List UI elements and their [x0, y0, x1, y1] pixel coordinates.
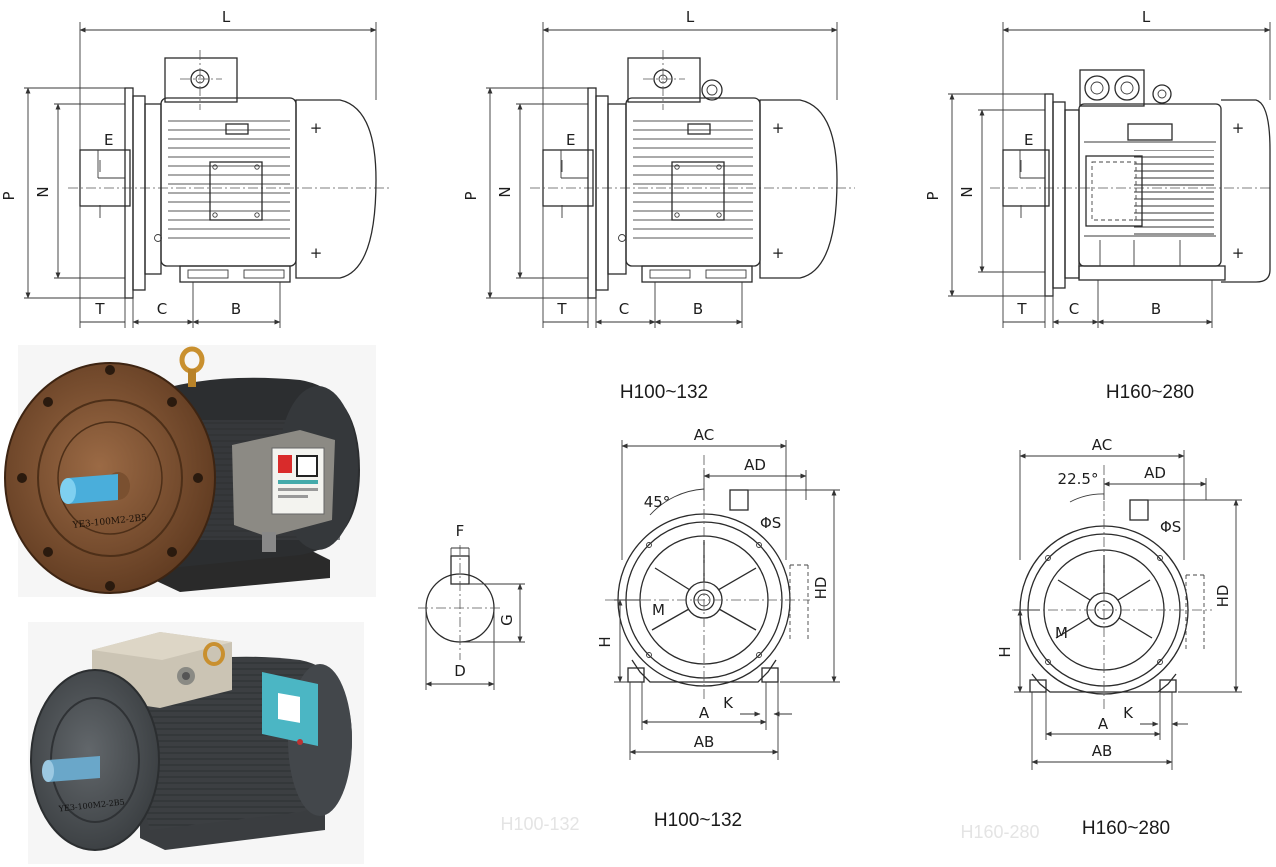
end-view-2: AC AD 22.5° M ΦS HD [996, 436, 1242, 839]
caption-side-view-3: H160~280 [1106, 382, 1194, 403]
dim-T: T [556, 300, 567, 318]
dim-M: M [1055, 624, 1068, 642]
dim-AD: AD [1144, 464, 1166, 482]
dim-P: P [462, 191, 480, 200]
svg-text:+: + [1232, 119, 1245, 137]
svg-text:+: + [772, 119, 785, 137]
dim-B: B [231, 300, 241, 318]
dim-H: H [996, 646, 1014, 657]
dim-AC: AC [1092, 436, 1112, 454]
dim-C: C [157, 300, 167, 318]
caption-end-view-1: H100~132 [654, 810, 742, 831]
dim-P: P [0, 191, 18, 200]
dim-A: A [1098, 715, 1109, 733]
dim-H: H [596, 636, 614, 647]
motor-photo-flange: YE3-100M2-2B5 [4, 345, 376, 597]
dim-AB: AB [694, 733, 715, 751]
dim-K: K [1123, 704, 1134, 722]
caption-side-view-2: H100~132 [620, 382, 708, 403]
dim-F: F [456, 522, 465, 540]
dim-L: L [1142, 8, 1151, 26]
svg-text:+: + [1232, 244, 1245, 262]
dim-E: E [104, 131, 113, 149]
dim-M: M [652, 601, 665, 619]
svg-text:+: + [772, 244, 785, 262]
dim-B: B [693, 300, 703, 318]
side-view-1: L P N E + [0, 8, 392, 328]
dim-D: D [454, 662, 466, 680]
ghost-label-right: H160-280 [960, 822, 1039, 842]
dim-HD: HD [812, 577, 830, 600]
dim-HD: HD [1214, 585, 1232, 608]
side-view-3: L P N E + + [924, 8, 1271, 403]
dim-AD: AD [744, 456, 766, 474]
dim-A: A [699, 704, 710, 722]
dim-E: E [566, 131, 575, 149]
caption-end-view-2: H160~280 [1082, 818, 1170, 839]
angle-label: 22.5° [1058, 470, 1099, 488]
dim-C: C [619, 300, 629, 318]
dim-K: K [723, 694, 734, 712]
svg-text:+: + [310, 244, 323, 262]
dim-S: ΦS [1160, 518, 1181, 536]
dim-C: C [1069, 300, 1079, 318]
dim-L: L [686, 8, 695, 26]
svg-text:+: + [310, 119, 323, 137]
dim-N: N [496, 186, 514, 197]
dim-N: N [34, 186, 52, 197]
ghost-label-left: H100-132 [500, 814, 579, 834]
side-view-2: L P N E + + [462, 8, 855, 403]
dim-P: P [924, 191, 942, 200]
end-view-1: AC AD 45° M ΦS [596, 426, 840, 831]
dim-AC: AC [694, 426, 714, 444]
dim-S: ΦS [760, 514, 781, 532]
dim-L: L [222, 8, 231, 26]
dim-T: T [1016, 300, 1027, 318]
dim-G: G [498, 614, 516, 626]
dim-AB: AB [1092, 742, 1113, 760]
motor-photo-foot: YE3-100M2-2B5 [28, 622, 364, 864]
dim-N: N [958, 186, 976, 197]
dim-E: E [1024, 131, 1033, 149]
shaft-section-view: F G D [418, 522, 525, 690]
angle-label: 45° [644, 493, 671, 511]
dim-B: B [1151, 300, 1161, 318]
dim-T: T [94, 300, 105, 318]
